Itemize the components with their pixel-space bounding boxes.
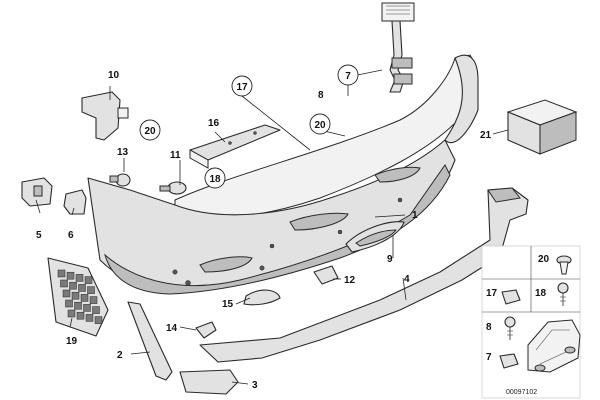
callout-21: 21 — [480, 130, 492, 141]
callout-6: 6 — [68, 230, 74, 241]
bumper-cover-part-1 — [87, 54, 479, 295]
callout-13: 13 — [117, 147, 129, 158]
grille-cell — [87, 286, 95, 294]
bracket-plate-part-16 — [189, 124, 281, 169]
legend-label-17: 17 — [486, 288, 498, 299]
grille-cell — [94, 316, 103, 324]
callout-15: 15 — [222, 299, 234, 310]
callout-2: 2 — [117, 350, 123, 361]
callout-8: 8 — [318, 90, 324, 101]
legend-label-7: 7 — [486, 352, 492, 363]
sensor-part-11 — [159, 181, 187, 195]
car-silhouette-icon — [527, 319, 581, 373]
grille-cell — [76, 311, 85, 320]
cap-part-12 — [313, 265, 339, 285]
diagram-code: 00097102 — [506, 389, 537, 396]
grille-cell — [74, 301, 82, 310]
grille-cell — [57, 269, 66, 278]
grille-cell — [92, 306, 100, 314]
callout-18: 18 — [209, 174, 221, 185]
callout-20-bracket: 20 — [144, 126, 156, 137]
grille-cell — [60, 279, 68, 288]
callout-4: 4 — [404, 274, 410, 285]
grille-cell — [80, 294, 89, 302]
clip-part-6 — [63, 189, 87, 215]
legend-label-18: 18 — [535, 288, 547, 299]
grille-cell — [67, 309, 76, 318]
grille-cell — [78, 284, 86, 292]
box-part-21 — [506, 99, 578, 155]
callout-12: 12 — [344, 275, 356, 286]
clip-nut-icon — [501, 289, 521, 305]
callout-7: 7 — [345, 71, 351, 82]
clip-nut-icon-7 — [499, 353, 519, 369]
cap-part-14 — [195, 321, 217, 339]
callout-17: 17 — [236, 82, 248, 93]
screw-icon-8 — [504, 316, 516, 340]
grille-cell — [89, 296, 98, 304]
end-cap-part-3 — [179, 369, 239, 395]
callout-9: 9 — [387, 254, 393, 265]
screw-icon-18 — [557, 282, 569, 306]
grille-cell — [62, 289, 71, 298]
callout-10: 10 — [108, 70, 120, 81]
callout-16: 16 — [208, 118, 220, 129]
grille-cell — [65, 299, 73, 308]
callout-20: 20 — [314, 120, 326, 131]
reflector-part-9 — [345, 221, 405, 253]
leader-lines — [35, 69, 509, 385]
diffuser-part-4 — [199, 187, 529, 363]
callout-11: 11 — [170, 150, 181, 161]
callout-1: 1 — [412, 210, 418, 221]
hook-part-15 — [243, 289, 281, 306]
grille-part-19 — [47, 257, 109, 337]
callout-19: 19 — [66, 336, 78, 347]
legend-label-8: 8 — [486, 322, 492, 333]
clip-part-5 — [21, 177, 53, 207]
grille-cell — [66, 271, 75, 280]
grille-cell — [75, 274, 84, 282]
callout-numbers: 1 2 3 4 5 6 10 11 12 13 14 15 16 19 9 21… — [36, 70, 492, 391]
push-clip-icon — [556, 255, 572, 275]
grille-cell — [71, 291, 80, 300]
side-strip-part-2 — [127, 301, 173, 381]
legend-label-20: 20 — [538, 254, 550, 265]
callout-5: 5 — [36, 230, 42, 241]
grille-cell — [84, 276, 93, 284]
grille-cell — [85, 314, 94, 322]
grille-cell — [83, 304, 91, 312]
grille-cell — [69, 281, 77, 290]
sensor-part-13 — [109, 173, 131, 187]
callout-14: 14 — [166, 323, 178, 334]
callout-3: 3 — [252, 380, 258, 391]
bracket-part-10 — [81, 91, 129, 141]
circled-callouts: 17 7 20 20 18 — [139, 64, 359, 189]
wiring-harness — [381, 2, 415, 93]
fastener-legend: 20 17 18 8 7 — [481, 245, 581, 399]
